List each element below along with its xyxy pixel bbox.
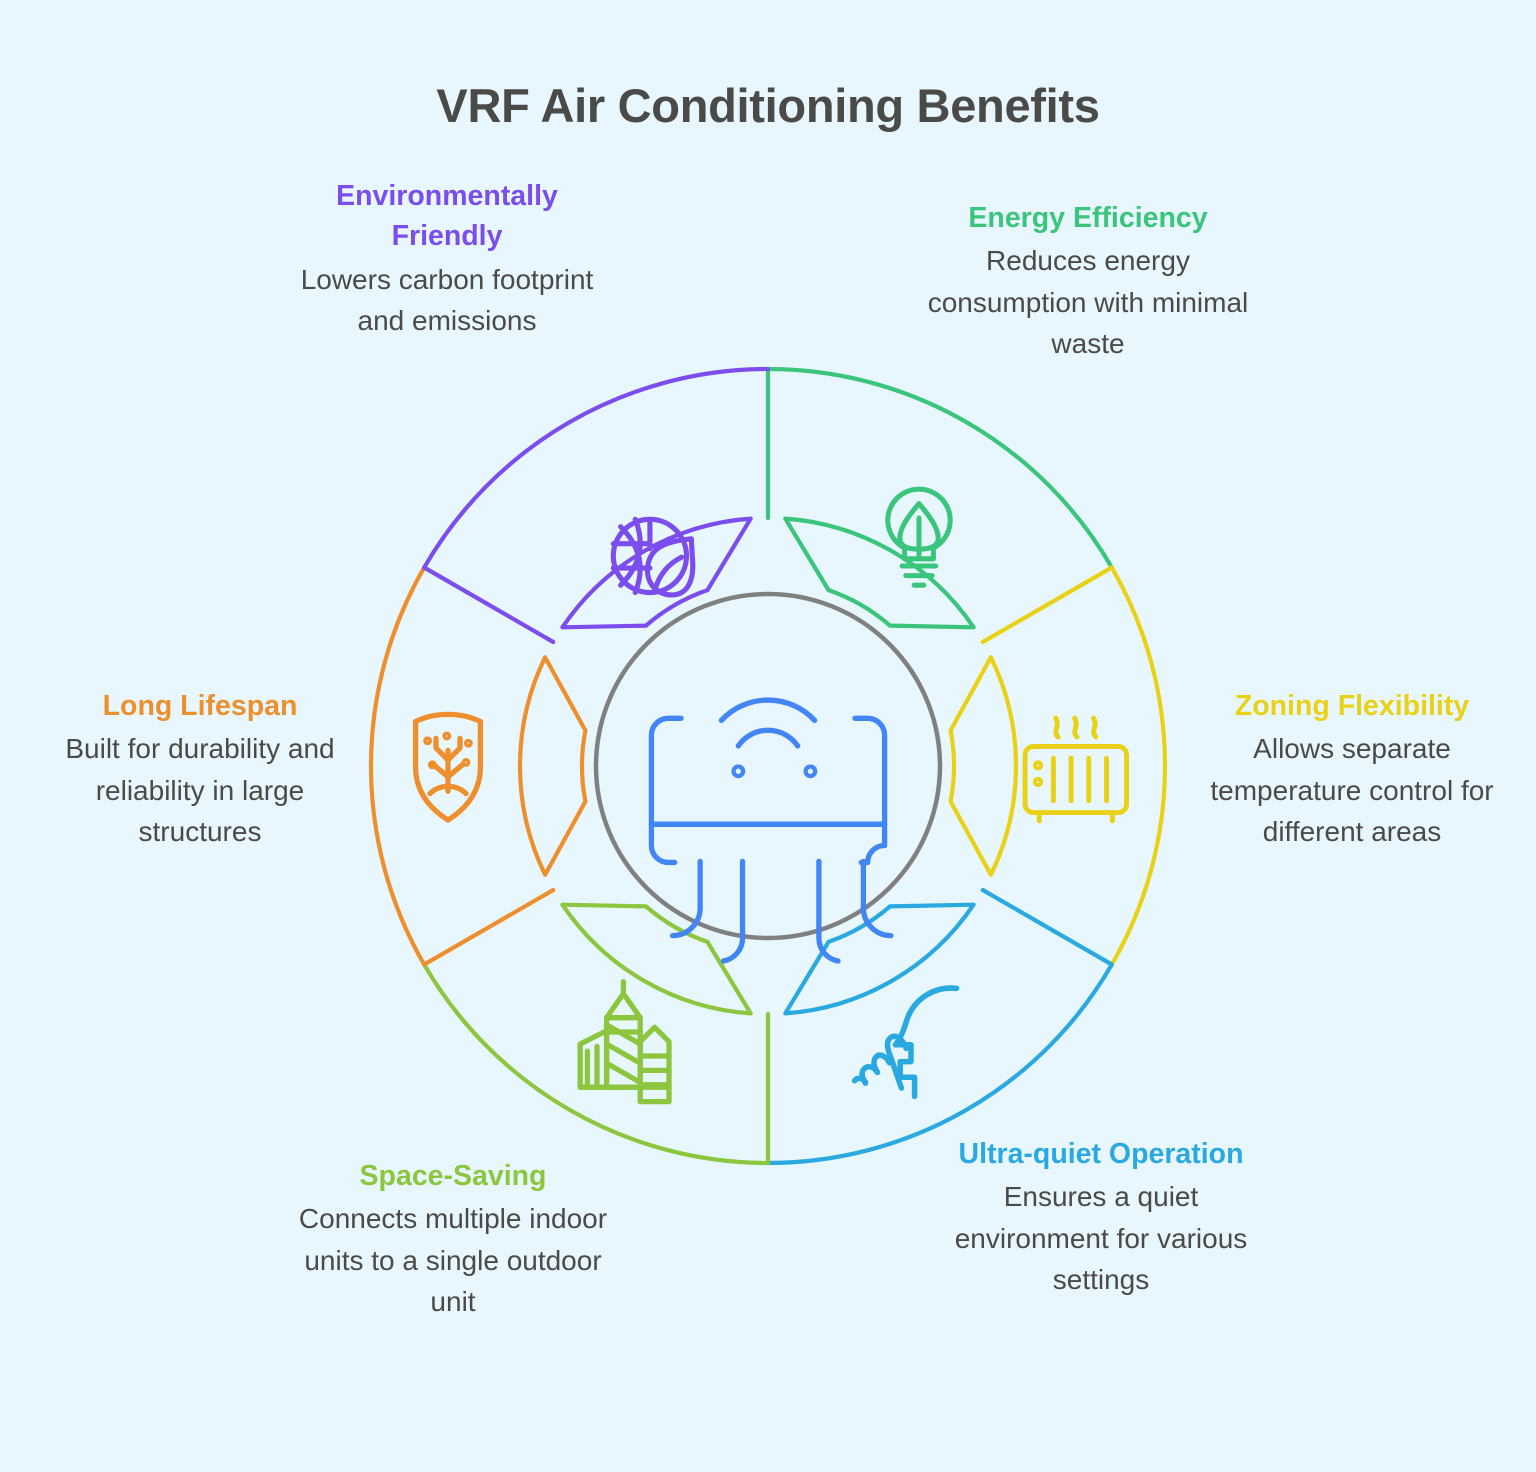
segment-pointer	[560, 516, 753, 630]
label-heading: Zoning Flexibility	[1234, 690, 1470, 722]
segment-pointer	[948, 655, 1019, 877]
radiator-heat-icon	[1022, 715, 1130, 824]
label-description: Ensures a quiet environment for various …	[954, 1181, 1248, 1296]
center-circle	[593, 591, 943, 941]
lightbulb-leaf-icon	[885, 486, 953, 588]
label-ultra-quiet-operation: Ultra-quiet Operation Ensures a quiet en…	[942, 1134, 1260, 1301]
segment-outer-arc	[1109, 565, 1168, 967]
segment-divider	[422, 887, 556, 967]
segment-outer-arc	[765, 962, 1114, 1166]
label-energy-efficiency: Energy Efficiency Reduces energy consump…	[920, 198, 1256, 365]
segment-pointer	[517, 655, 588, 877]
label-description: Lowers carbon footprint and emissions	[300, 263, 594, 337]
label-space-saving: Space-Saving Connects multiple indoor un…	[288, 1156, 618, 1323]
label-description: Connects multiple indoor units to a sing…	[298, 1203, 608, 1318]
label-heading: Energy Efficiency	[968, 202, 1208, 234]
page-title: VRF Air Conditioning Benefits	[436, 79, 1100, 132]
globe-leaf-icon	[610, 516, 696, 598]
segment-outer-arc	[765, 366, 1114, 570]
shush-face-icon	[851, 985, 960, 1100]
segment-divider	[980, 565, 1114, 645]
segment-divider	[422, 565, 556, 645]
label-description: Reduces energy consumption with minimal …	[927, 245, 1249, 360]
air-conditioner-icon	[648, 697, 894, 964]
segment-pointer	[560, 902, 753, 1016]
label-long-lifespan: Long Lifespan Built for durability and r…	[40, 686, 360, 853]
label-description: Allows separate temperature control for …	[1210, 733, 1494, 848]
segment-outer-arc	[422, 366, 771, 570]
segment-pointer	[783, 516, 976, 630]
buildings-icon	[577, 978, 672, 1105]
segment-outer-arc	[368, 565, 427, 967]
label-heading: Ultra-quiet Operation	[958, 1138, 1244, 1170]
segment-divider	[980, 887, 1114, 967]
segment-outer-arc	[422, 962, 771, 1166]
label-heading: Environmentally Friendly	[336, 180, 558, 253]
label-heading: Space-Saving	[359, 1160, 547, 1192]
label-environmentally-friendly: Environmentally Friendly Lowers carbon f…	[282, 176, 612, 342]
label-description: Built for durability and reliability in …	[65, 733, 335, 848]
label-zoning-flexibility: Zoning Flexibility Allows separate tempe…	[1182, 686, 1522, 853]
segment-pointer	[783, 902, 976, 1016]
label-heading: Long Lifespan	[102, 690, 298, 722]
benefits-wheel	[368, 366, 1168, 1166]
shield-tree-icon	[412, 711, 484, 823]
